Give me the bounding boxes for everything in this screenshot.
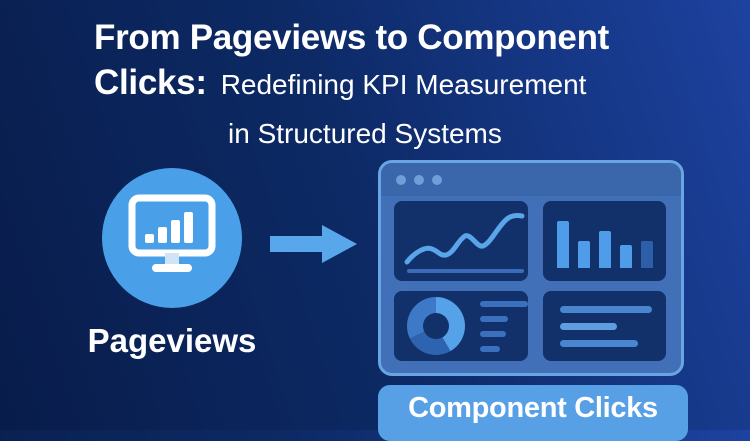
monitor-bar-chart-icon xyxy=(128,194,216,283)
line-chart-panel xyxy=(394,201,528,281)
donut-chart-panel xyxy=(394,291,528,361)
text-line xyxy=(560,305,652,313)
line-chart-icon xyxy=(404,212,525,273)
bar xyxy=(640,241,653,268)
legend-line xyxy=(480,300,528,307)
dashboard-window xyxy=(378,160,684,376)
subtitle-part1: Redefining KPI Measurement xyxy=(220,69,587,100)
pageviews-circle xyxy=(102,168,242,308)
text-line xyxy=(560,339,638,347)
bar xyxy=(619,245,632,268)
pageviews-label: Pageviews xyxy=(87,322,257,359)
headline: From Pageviews to Component Clicks: Redef… xyxy=(94,14,609,154)
text-line xyxy=(560,322,617,330)
component-clicks-badge: Component Clicks xyxy=(378,385,688,441)
headline-line1: From Pageviews to Component xyxy=(94,18,610,57)
headline-line2: Clicks: Redefining KPI Measurement xyxy=(94,61,609,112)
window-titlebar xyxy=(381,163,681,196)
headline-bold-part: Clicks: xyxy=(94,63,207,102)
bar-chart-icon xyxy=(543,201,666,281)
subtitle-part2: in Structured Systems xyxy=(228,118,502,149)
window-dot xyxy=(432,174,442,185)
window-dot xyxy=(414,174,424,185)
arrow-right-icon xyxy=(270,222,360,271)
text-lines-panel xyxy=(543,291,666,361)
bar xyxy=(577,241,590,268)
donut-chart-icon xyxy=(407,297,465,355)
legend-line xyxy=(480,330,506,337)
legend-line xyxy=(480,345,500,352)
bar-chart-panel xyxy=(543,201,666,281)
dashboard-grid xyxy=(381,196,681,373)
window-dot xyxy=(396,174,406,185)
bar xyxy=(556,221,569,268)
bar xyxy=(598,231,611,268)
donut-legend-lines xyxy=(480,300,528,352)
legend-line xyxy=(480,315,508,322)
